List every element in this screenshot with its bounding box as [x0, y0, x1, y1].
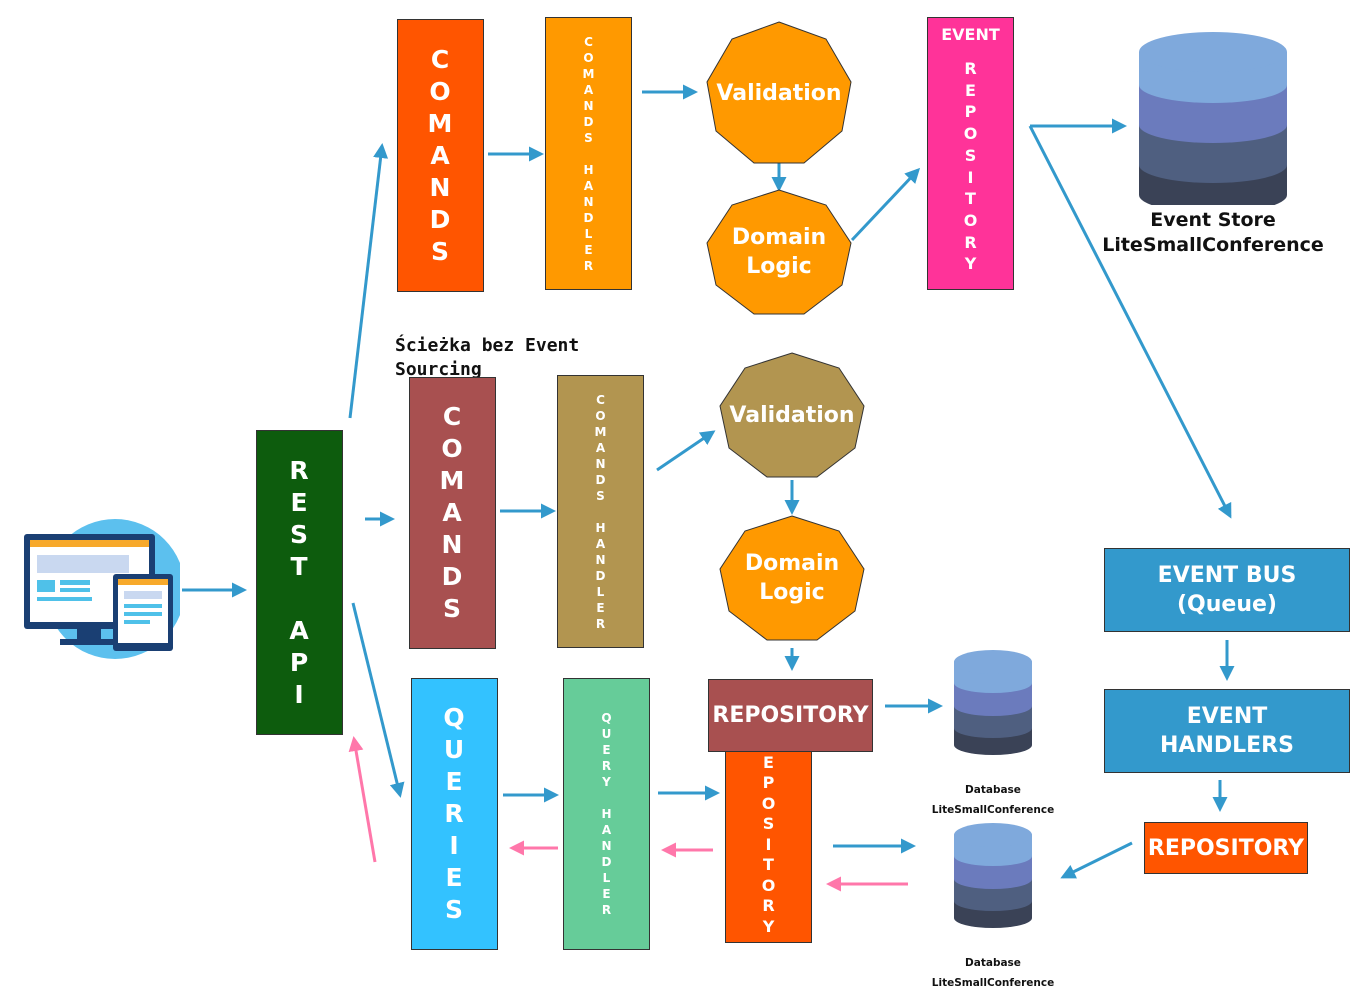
plain-commands-block: C O M A N D S — [409, 377, 496, 649]
computer-and-tablet-icon — [24, 519, 180, 659]
arrow-queries-back-to-api — [348, 736, 377, 863]
plain-commands-label: C O M A N D S — [439, 402, 466, 623]
queries-block: Q U E R I E S — [411, 678, 498, 950]
query-database-icon — [954, 823, 1032, 928]
query-handler-label: Q U E R Y H A N D L E R — [601, 711, 612, 917]
event-repository-label: R E P O S I T O R Y — [963, 59, 978, 274]
event-repository-top-label: EVENT — [941, 25, 1000, 44]
plain-database-caption: Database LiteSmallConference — [931, 784, 1055, 816]
plain-repository-block: REPOSITORY — [708, 679, 873, 752]
event-bus-block: EVENT BUS (Queue) — [1104, 548, 1350, 632]
query-repository-label: E P O S I T O R Y — [761, 752, 776, 936]
domain-logic-label: Domain Logic — [731, 225, 827, 279]
arrow-api-to-commands — [348, 143, 389, 419]
queries-label: Q U E R I E S — [443, 703, 466, 924]
plain-validation-octagon: Validation — [717, 351, 867, 479]
plain-commands-handler-label: C O M A N D S H A N D L E R — [594, 392, 607, 631]
event-store-database-icon — [1139, 32, 1287, 205]
plain-repository-label: REPOSITORY — [712, 703, 869, 728]
arrow-event-repo-to-bus — [1028, 125, 1232, 519]
query-repository-block: E P O S I T O R Y — [725, 747, 812, 943]
query-database-caption: Database LiteSmallConference — [931, 957, 1055, 989]
event-bus-label: EVENT BUS (Queue) — [1157, 563, 1297, 617]
event-handlers-label: EVENT HANDLERS — [1160, 704, 1294, 758]
plain-commands-handler-block: C O M A N D S H A N D L E R — [557, 375, 644, 648]
arrow-logic-to-event-repo — [850, 167, 921, 242]
query-handler-block: Q U E R Y H A N D L E R — [563, 678, 650, 950]
commands-label: C O M A N D S — [427, 44, 454, 266]
arrow-plain-handler-to-validation — [656, 430, 716, 472]
commands-handler-block: C O M A N D S H A N D L E R — [545, 17, 632, 290]
event-store-caption: Event Store LiteSmallConference — [1102, 209, 1324, 256]
validation-label: Validation — [716, 80, 842, 106]
plain-path-title: Ścieżka bez Event Sourcing — [395, 335, 580, 380]
event-side-repository-label: REPOSITORY — [1147, 835, 1305, 861]
validation-octagon: Validation — [704, 20, 854, 166]
arrow-api-to-queries — [351, 602, 405, 798]
rest-api-block: R E S T A P I — [256, 430, 343, 735]
event-side-repository-block: REPOSITORY — [1144, 822, 1308, 874]
plain-domain-logic-octagon: Domain Logic — [717, 514, 867, 642]
commands-handler-label: C O M A N D S H A N D L E R — [582, 34, 595, 273]
plain-database-icon — [954, 650, 1032, 755]
domain-logic-octagon: Domain Logic — [704, 188, 854, 316]
plain-domain-logic-label: Domain Logic — [744, 551, 840, 605]
event-repository-block: EVENT R E P O S I T O R Y — [927, 17, 1014, 290]
rest-api-label: R E S T A P I — [289, 455, 310, 709]
arrow-repo-to-query-database — [1060, 841, 1133, 879]
plain-validation-label: Validation — [729, 402, 855, 428]
connector-arrows — [182, 84, 1235, 892]
event-handlers-block: EVENT HANDLERS — [1104, 689, 1350, 773]
commands-block: C O M A N D S — [397, 19, 484, 292]
